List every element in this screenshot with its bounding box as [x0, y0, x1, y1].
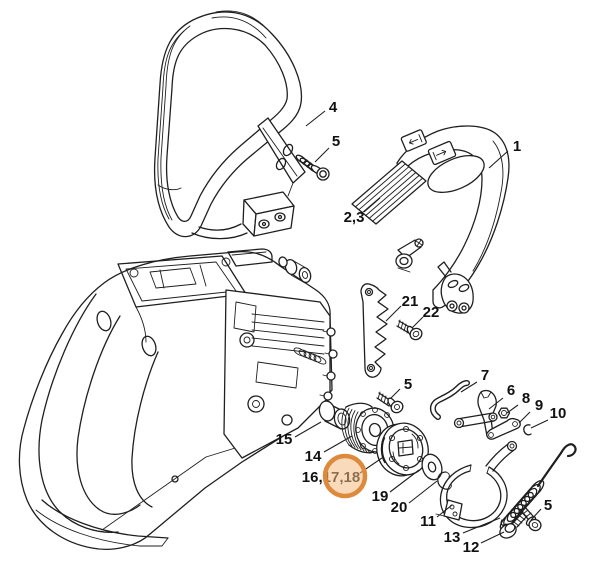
leader-line-clutch-drum [323, 435, 353, 453]
leader-line-bumper-plate [385, 305, 402, 322]
leader-line-flange-screw [480, 531, 505, 544]
part-label-tension-spring: 13 [444, 529, 461, 546]
leader-line-hand-guard [488, 150, 509, 169]
leader-line-ribbed-pad [363, 197, 381, 213]
part-label-screw-bumper: 22 [423, 304, 440, 321]
flange-screw-drawing [499, 511, 528, 539]
brake-rod-drawing [429, 380, 470, 420]
hex-nut-drawing [497, 407, 511, 419]
leader-line-tension-spring [462, 517, 501, 534]
leader-line-screw-cover [390, 388, 401, 399]
part-label-thrust-washer: 19 [372, 488, 389, 505]
brake-band-drawing [435, 440, 518, 529]
retaining-clip-drawing [523, 424, 532, 436]
part-label-bumper-plate: 21 [402, 293, 419, 310]
part-label-screw-cover: 5 [404, 376, 412, 393]
guard-pivot [437, 261, 474, 314]
link-strap-drawing [486, 417, 521, 440]
crankcase [223, 289, 338, 459]
leader-line-hex-nut [506, 404, 519, 414]
pan-head-screw-drawing [517, 504, 542, 532]
leader-line-screw-handlebar [314, 147, 330, 163]
part-label-screw-handlebar: 5 [332, 133, 340, 150]
part-label-ribbed-pad: 2,3 [344, 209, 365, 226]
toggle-lever-drawing [453, 389, 498, 437]
leader-line-pan-head-screw [530, 508, 542, 521]
ribbed-pad-drawing [351, 160, 427, 225]
av-mount [278, 256, 312, 284]
leader-line-needle-bearing [294, 421, 322, 438]
powerhead-body-drawing [18, 248, 338, 550]
screw-bumper-drawing [396, 319, 423, 341]
guard-icon-plates [400, 129, 457, 166]
screw-handlebar-drawing [295, 154, 330, 181]
leader-line-front-handlebar [305, 110, 326, 127]
leader-line-e-clip [408, 480, 438, 504]
part-label-needle-bearing: 15 [276, 431, 293, 448]
leader-line-brake-band [436, 504, 453, 518]
leader-line-thrust-washer [389, 469, 420, 493]
part-label-retaining-clip: 10 [550, 405, 567, 422]
part-label-link-strap: 9 [535, 397, 543, 414]
tension-spring-drawing [499, 443, 577, 531]
leader-line-retaining-clip [530, 419, 549, 429]
leader-line-toggle-lever [488, 397, 504, 410]
pivot-lever [395, 238, 424, 273]
part-label-brake-rod: 7 [481, 367, 489, 384]
front-handlebar-drawing [153, 10, 306, 240]
thrust-washer-drawing [421, 453, 443, 481]
bumper-plate-drawing [360, 283, 389, 378]
part-label-hand-guard: 1 [513, 138, 521, 155]
part-label-hex-nut: 8 [522, 390, 530, 407]
part-label-clutch-drum: 14 [305, 448, 322, 465]
part-label-e-clip: 20 [391, 499, 408, 516]
hand-guard-drawing [395, 125, 510, 314]
leader-line-link-strap [518, 411, 531, 424]
part-label-toggle-lever: 6 [507, 382, 515, 399]
e-clip-drawing [437, 471, 452, 490]
part-label-brake-band: 11 [420, 513, 436, 530]
screw-cover-drawing [376, 391, 404, 414]
leader-line-screw-bumper [411, 316, 424, 329]
part-label-flange-screw: 12 [463, 539, 480, 556]
part-label-pan-head-screw: 5 [544, 497, 552, 514]
highlight-ring [322, 453, 368, 499]
part-label-front-handlebar: 4 [329, 99, 338, 116]
clutch-assembly-drawing [376, 422, 429, 477]
leader-line-brake-rod [460, 381, 478, 393]
